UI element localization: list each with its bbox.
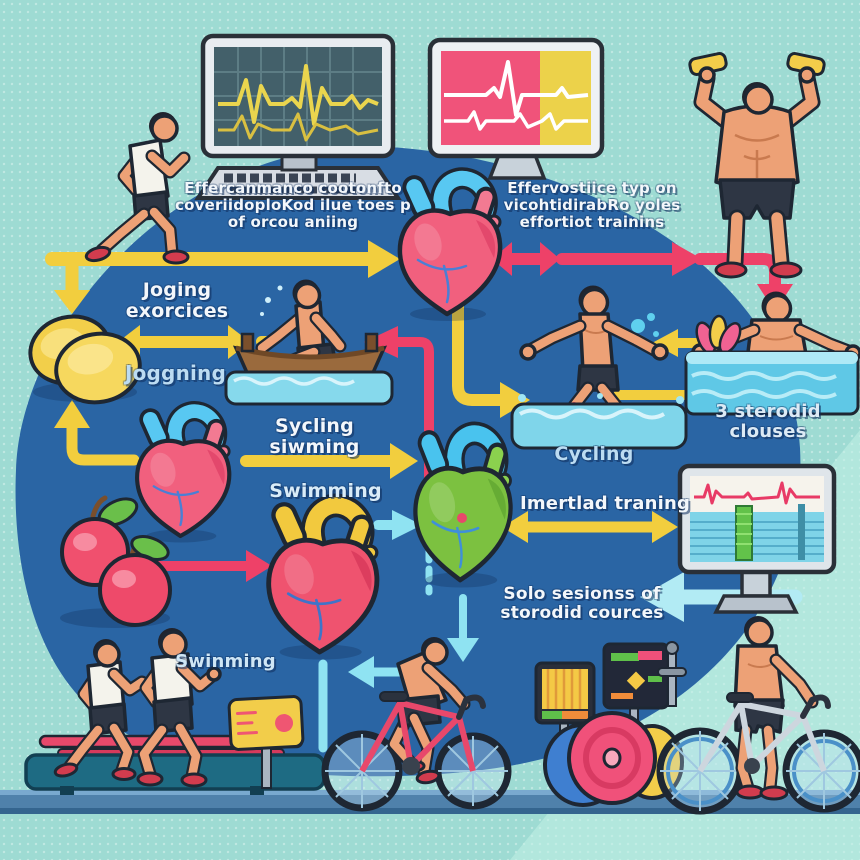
- arrow-cyan-down-from-green-heart: [447, 594, 479, 662]
- arrow-pink-doublehead-right-of-heart: [492, 242, 560, 276]
- label-top-left-line3: of orcou aniing: [227, 212, 359, 231]
- water-running-scene: [510, 285, 688, 450]
- label-imertlad-traning: Imertlad traning: [519, 493, 691, 514]
- label-top-left-line1: Effercanmanco cootonfto: [184, 179, 402, 197]
- pool-swimmer-scene: [684, 291, 860, 416]
- label-top-right: Effervostiice typ on vicohtidirabRo yole…: [492, 180, 692, 230]
- treadmill: [24, 695, 326, 795]
- label-cycling: Cycling: [554, 443, 634, 465]
- label-sterodid-clouses: 3 sterodid clouses: [715, 401, 821, 443]
- ecg-monitor-pink-yellow: [427, 37, 605, 180]
- label-top-left-line2: coveriidoploKod ilue toes p: [175, 195, 411, 214]
- label-joging-line2: exorcices: [125, 300, 229, 323]
- rowing-scene: [224, 279, 394, 406]
- arrow-pink-to-rower: [364, 326, 434, 510]
- label-solo-sessions: Solo sesionss of storodid cources: [488, 584, 676, 624]
- arrow-yellow-down-to-lemons: [54, 255, 90, 314]
- floor-platform-shadow: [0, 808, 860, 814]
- arrow-yellow-up-elbow-left: [54, 400, 140, 466]
- bodybuilder: [688, 52, 826, 279]
- label-joging-line1: Joging: [142, 279, 212, 301]
- ecg-monitor-cyan: [677, 463, 837, 614]
- lemons: [28, 314, 142, 405]
- gym-displays: [534, 641, 687, 784]
- green-heart-dot: [457, 513, 467, 523]
- label-joggning: Joggning: [124, 361, 227, 385]
- label-swinming: Swinming: [175, 651, 276, 672]
- arrow-yellow-heart-to-heart: [240, 443, 418, 479]
- arrow-cyan-into-green-heart: [373, 510, 422, 540]
- label-solo-line1: Solo sesionss of: [503, 584, 661, 604]
- treadmill-runner-front: [136, 628, 222, 788]
- arrow-pink-from-apples: [145, 550, 272, 582]
- label-sycling-siwming: Sycling siwming: [269, 415, 360, 459]
- label-swimming: Swimming: [269, 480, 382, 502]
- cyclist-right-standing: [656, 616, 860, 815]
- arrow-yellow-from-heart-bottom: [452, 300, 530, 418]
- arrow-yellow-doublehead-imertlad: [502, 511, 678, 543]
- cyclist-center: [321, 637, 512, 812]
- label-joging-exorcices: Joging exorcices: [112, 279, 242, 323]
- label-solo-line2: storodid cources: [500, 603, 664, 624]
- treadmill-runner-back: [53, 639, 149, 781]
- floor-platform-highlight: [0, 790, 860, 795]
- label-top-right-line1: Effervostiice typ on: [507, 179, 677, 197]
- weight-plates: [543, 711, 684, 807]
- label-top-left: Effercanmanco cootonfto coveriidoploKod …: [168, 180, 418, 230]
- label-top-right-line2: vicohtidirabRo yoles: [503, 195, 681, 214]
- ecg-monitor-dark: [194, 33, 402, 200]
- runner-top-left: [84, 112, 191, 265]
- label-top-right-line3: effortiot trainins: [519, 212, 665, 231]
- apples: [60, 495, 172, 628]
- arrow-yellow-small-left-pool: [652, 329, 707, 357]
